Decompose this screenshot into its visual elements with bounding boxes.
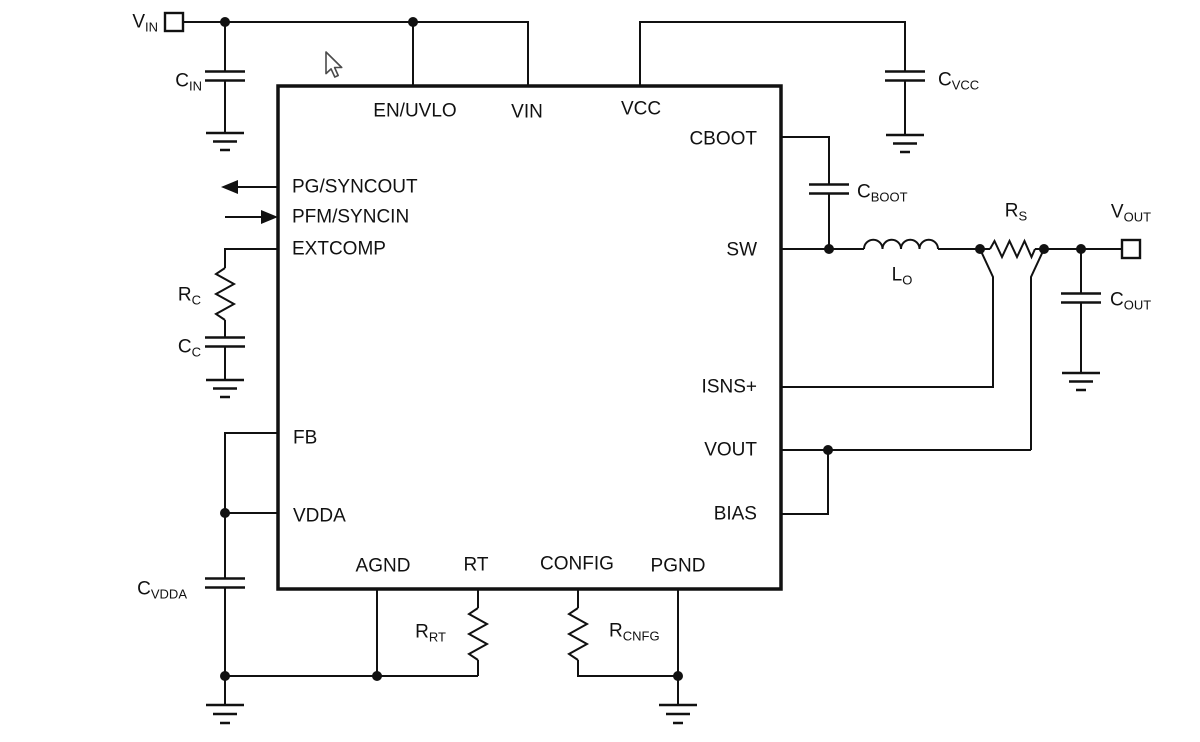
wire-fb <box>224 432 278 513</box>
ic-body-outline <box>276 84 783 591</box>
pin-label-cboot: CBOOT <box>689 128 757 150</box>
resistor-rcnfg-zigzag <box>566 607 590 661</box>
wire-isns-plus <box>781 248 994 388</box>
current-sense-lines <box>781 248 1045 450</box>
pin-label-rt: RT <box>463 554 489 576</box>
pg-syncout-arrow <box>221 180 278 194</box>
resistor-rc-zigzag <box>213 267 237 321</box>
vin-terminal-square <box>163 11 185 33</box>
pin-label-pgnd: PGND <box>650 555 706 577</box>
pin-label-extcomp: EXTCOMP <box>292 238 386 260</box>
cin-plates <box>205 70 245 82</box>
arrowhead-left-icon <box>221 180 238 194</box>
label-rs: RS <box>1004 200 1028 223</box>
label-rrt: RRT <box>415 621 446 644</box>
label-cc: CC <box>177 336 201 359</box>
pin-label-fb: FB <box>293 427 318 449</box>
switch-output-net <box>781 238 1142 260</box>
ground-symbol-pgnd <box>659 703 697 725</box>
cc-plates <box>205 336 245 348</box>
pin-label-vout: VOUT <box>704 439 757 461</box>
pin-label-vin: VIN <box>511 101 543 123</box>
label-vin-terminal: VIN <box>132 11 158 34</box>
wire-rcnfg-to-pgnd <box>577 660 678 677</box>
resistor-rrt-zigzag <box>466 607 490 661</box>
wire-vin-rail <box>183 21 529 86</box>
pin-label-agnd: AGND <box>355 555 411 577</box>
pin-label-config: CONFIG <box>540 553 614 575</box>
ground-symbol-agnd <box>206 703 244 725</box>
vout-terminal-square <box>1120 238 1142 260</box>
inductor-lo-coil <box>863 238 939 250</box>
vout-bias-net <box>781 445 1031 515</box>
label-cvcc: CVCC <box>938 69 980 92</box>
pin-label-pfm-syncin: PFM/SYNCIN <box>292 206 410 228</box>
label-vout-terminal: VOUT <box>1110 201 1152 224</box>
ground-symbol-cvcc <box>886 133 924 154</box>
cvcc-plates <box>885 70 925 82</box>
cout-plates <box>1061 292 1101 304</box>
pin-label-vcc: VCC <box>620 98 662 120</box>
config-pgnd-network <box>566 589 697 725</box>
pin-label-vdda: VDDA <box>293 505 346 527</box>
cin-capacitor <box>205 22 245 152</box>
label-cboot: CBOOT <box>857 181 908 204</box>
pin-label-pg-syncout: PG/SYNCOUT <box>292 176 418 198</box>
pin-label-sw: SW <box>726 239 757 261</box>
mouse-cursor <box>325 51 343 78</box>
wire-bias-pin <box>781 450 829 515</box>
label-lo: LO <box>891 264 913 287</box>
cvdda-plates <box>205 577 245 589</box>
wire-cboot <box>781 136 830 184</box>
label-rcnfg: RCNFG <box>609 620 660 643</box>
wire-rs-right-sense <box>1030 248 1045 450</box>
pfm-syncin-arrow <box>225 210 278 224</box>
vin-input-net <box>163 11 529 86</box>
wire-extcomp <box>224 248 278 268</box>
compensation-network <box>205 248 278 399</box>
pin-label-en-uvlo: EN/UVLO <box>373 100 457 122</box>
ground-symbol-cout <box>1062 371 1100 392</box>
ground-symbol-cin <box>206 131 244 152</box>
pin-label-bias: BIAS <box>713 503 757 525</box>
ground-symbol-cc <box>206 378 244 399</box>
wire-vcc-rail <box>639 21 906 86</box>
vcc-net <box>639 21 925 154</box>
fb-vdda-network <box>205 432 278 676</box>
resistor-rs-zigzag <box>989 238 1036 260</box>
pin-label-isns-plus: ISNS+ <box>701 376 757 398</box>
cboot-plates <box>809 183 849 195</box>
cboot-capacitor <box>781 136 849 249</box>
label-rc: RC <box>177 284 201 307</box>
agnd-rail <box>206 589 490 725</box>
arrowhead-right-icon <box>261 210 278 224</box>
label-cin: CIN <box>175 70 202 93</box>
label-cvdda: CVDDA <box>137 578 187 601</box>
cout-capacitor <box>1061 249 1101 392</box>
label-cout: COUT <box>1110 289 1152 312</box>
